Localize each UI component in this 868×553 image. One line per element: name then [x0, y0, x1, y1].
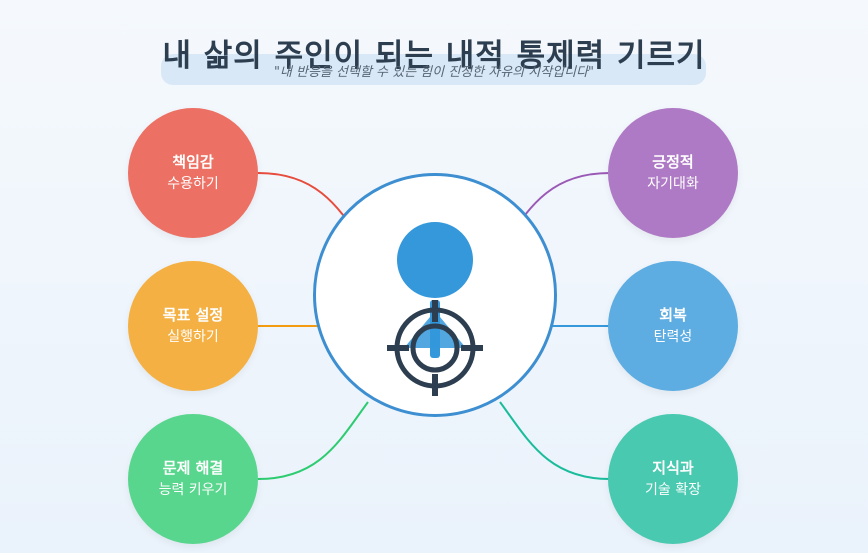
node-goal-setting: 목표 설정 실행하기 [128, 261, 258, 391]
node-title: 문제 해결 [162, 459, 224, 477]
node-subtitle: 탄력성 [653, 329, 693, 345]
page-title: 내 삶의 주인이 되는 내적 통제력 기르기 [162, 38, 706, 74]
connector-knowledge [499, 401, 611, 480]
node-title: 긍정적 [652, 153, 694, 171]
node-subtitle: 능력 키우기 [158, 482, 228, 498]
node-knowledge-skills: 지식과 기술 확장 [608, 414, 738, 544]
node-subtitle: 실행하기 [167, 329, 219, 345]
node-responsibility: 책임감 수용하기 [128, 108, 258, 238]
page-subtitle: "내 반응을 선택할 수 있는 힘이 진정한 자유의 시작입니다" [273, 65, 595, 80]
node-title: 책임감 [172, 153, 214, 171]
node-title: 목표 설정 [162, 306, 224, 324]
node-title: 회복 [659, 306, 687, 324]
node-problem-solving: 문제 해결 능력 키우기 [128, 414, 258, 544]
node-positive-self-talk: 긍정적 자기대화 [608, 108, 738, 238]
person-target-icon [387, 222, 483, 396]
node-subtitle: 수용하기 [167, 176, 219, 192]
connector-problem [257, 401, 369, 480]
node-resilience: 회복 탄력성 [608, 261, 738, 391]
node-subtitle: 기술 확장 [645, 482, 701, 498]
center-circle [313, 173, 557, 417]
node-title: 지식과 [652, 459, 694, 477]
subtitle-background [161, 54, 706, 85]
node-subtitle: 자기대화 [647, 176, 699, 192]
